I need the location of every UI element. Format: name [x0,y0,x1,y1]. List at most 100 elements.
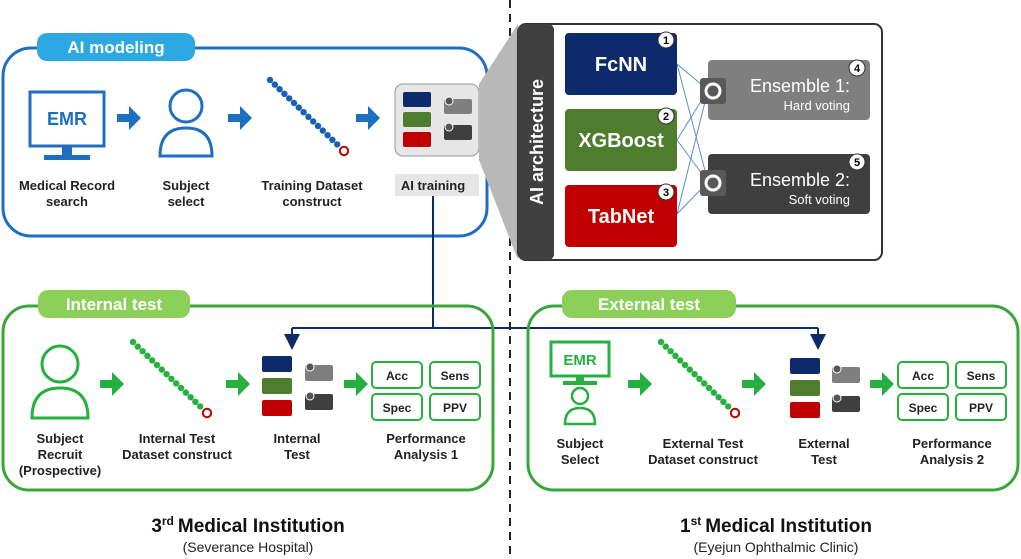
dataset-dot [691,371,698,378]
dataset-dot [710,389,717,396]
step-label: Dataset construct [648,452,758,467]
step-label: select [168,194,206,209]
dataset-dot [667,348,674,355]
dataset-dot [266,76,274,84]
dataset-dot [139,348,146,355]
external-test-network-icon [790,358,860,418]
internal-test-title: Internal test [66,295,163,314]
dataset-dot [686,366,693,373]
ensemble-label: Ensemble 2: [750,170,850,190]
institution-ordinal: 3 [151,516,162,537]
step-label: Subject [163,178,211,193]
dataset-dot [715,394,722,401]
dataset-dot [271,81,278,88]
dataset-dot [319,127,326,134]
dataset-dot [134,343,141,350]
ai-training-network-icon [394,83,480,157]
flow-arrow-icon [228,106,252,130]
internal-dataset-dots-icon [129,338,213,419]
dataset-dot [300,109,307,116]
dataset-dot [163,371,170,378]
dataset-dot [187,394,194,401]
dataset-dot [662,343,669,350]
step-label: External [798,436,849,451]
gear-icon [704,174,722,192]
step-label: Subject [557,436,605,451]
dataset-dot [329,136,336,143]
dataset-dot [192,398,199,405]
model-label: XGBoost [578,130,664,152]
flow-arrow-icon [870,372,894,396]
step-label: Medical Record [19,178,115,193]
dataset-dot [281,90,288,98]
step-label: Test [811,452,837,467]
emr-label: EMR [563,352,597,369]
external-test-title-badge [562,290,736,318]
ai-architecture-title: AI architecture [527,79,547,205]
step-label: Recruit [38,447,83,462]
dataset-dot [197,403,204,410]
flow-arrow-icon [742,372,766,396]
dataset-dot [657,338,665,346]
flow-arrow-icon [356,106,380,130]
external-dataset-dots-icon [657,338,741,419]
model-label: TabNet [588,206,655,228]
subject-select-person-icon [563,386,597,426]
dataset-target-dot [338,145,350,157]
training-dataset-dots-icon [266,76,350,157]
dataset-dot [705,384,713,392]
step-label: Performance [386,431,465,446]
institution-name: Medical Institution [178,516,345,537]
internal-test-border [1,304,495,492]
ensemble-soft-voting-box [700,153,870,214]
dataset-dot [324,132,331,139]
step-label: Training Dataset [261,178,363,193]
internal-institution-sub: (Severance Hospital) [183,539,314,555]
subject-person-icon [158,88,214,158]
step-label: Dataset construct [122,447,232,462]
ai-modeling-title-badge [37,33,195,61]
dataset-dot [182,389,189,396]
institution-ordinal-suffix: rd [162,514,174,528]
ai-architecture-panel: AI architecture FcNN 1 XGBoost 2 TabNet [517,23,883,261]
dataset-dot [334,141,341,148]
dataset-dot [672,352,679,359]
model-tabnet-box [565,183,677,247]
metric-label: Sens [967,369,996,383]
metric-label: Acc [386,369,408,383]
dataset-dot [677,357,684,364]
step-label: Subject [37,431,85,446]
metric-label: PPV [443,401,467,415]
external-metrics-grid [897,361,1007,421]
dataset-dot [305,113,312,121]
ensemble-badge: 4 [854,63,861,75]
metric-label: Sens [441,369,470,383]
gear-icon [704,82,722,100]
zoom-wedge [479,24,518,260]
ensemble-badge: 5 [854,157,860,169]
dataset-dot [173,380,180,387]
internal-test-panel: Internal test Acc Sens Spec PPV Sub [1,290,495,492]
dataset-dot [681,361,689,369]
dataset-dot [290,99,298,107]
internal-institution-caption: 3rd Medical Institution [151,514,344,537]
step-label: (Prospective) [19,463,101,478]
step-label: Internal Test [139,431,216,446]
model-xgboost-box [565,107,677,171]
dataset-dot [168,375,175,382]
dataset-dot [310,118,317,125]
metric-label: Spec [909,401,938,415]
institution-ordinal: 1 [680,516,691,537]
institution-name: Medical Institution [705,516,872,537]
flow-arrow-icon [226,372,250,396]
step-label: Internal [274,431,321,446]
dataset-dot [295,104,302,111]
ai-modeling-panel: AI modeling EMR [1,33,489,238]
flow-arrow-icon [628,372,652,396]
institution-ordinal-suffix: st [691,514,702,528]
dataset-dot [276,86,283,93]
ai-architecture-sidebar [518,24,554,260]
ensemble-hard-voting-box [700,59,870,120]
